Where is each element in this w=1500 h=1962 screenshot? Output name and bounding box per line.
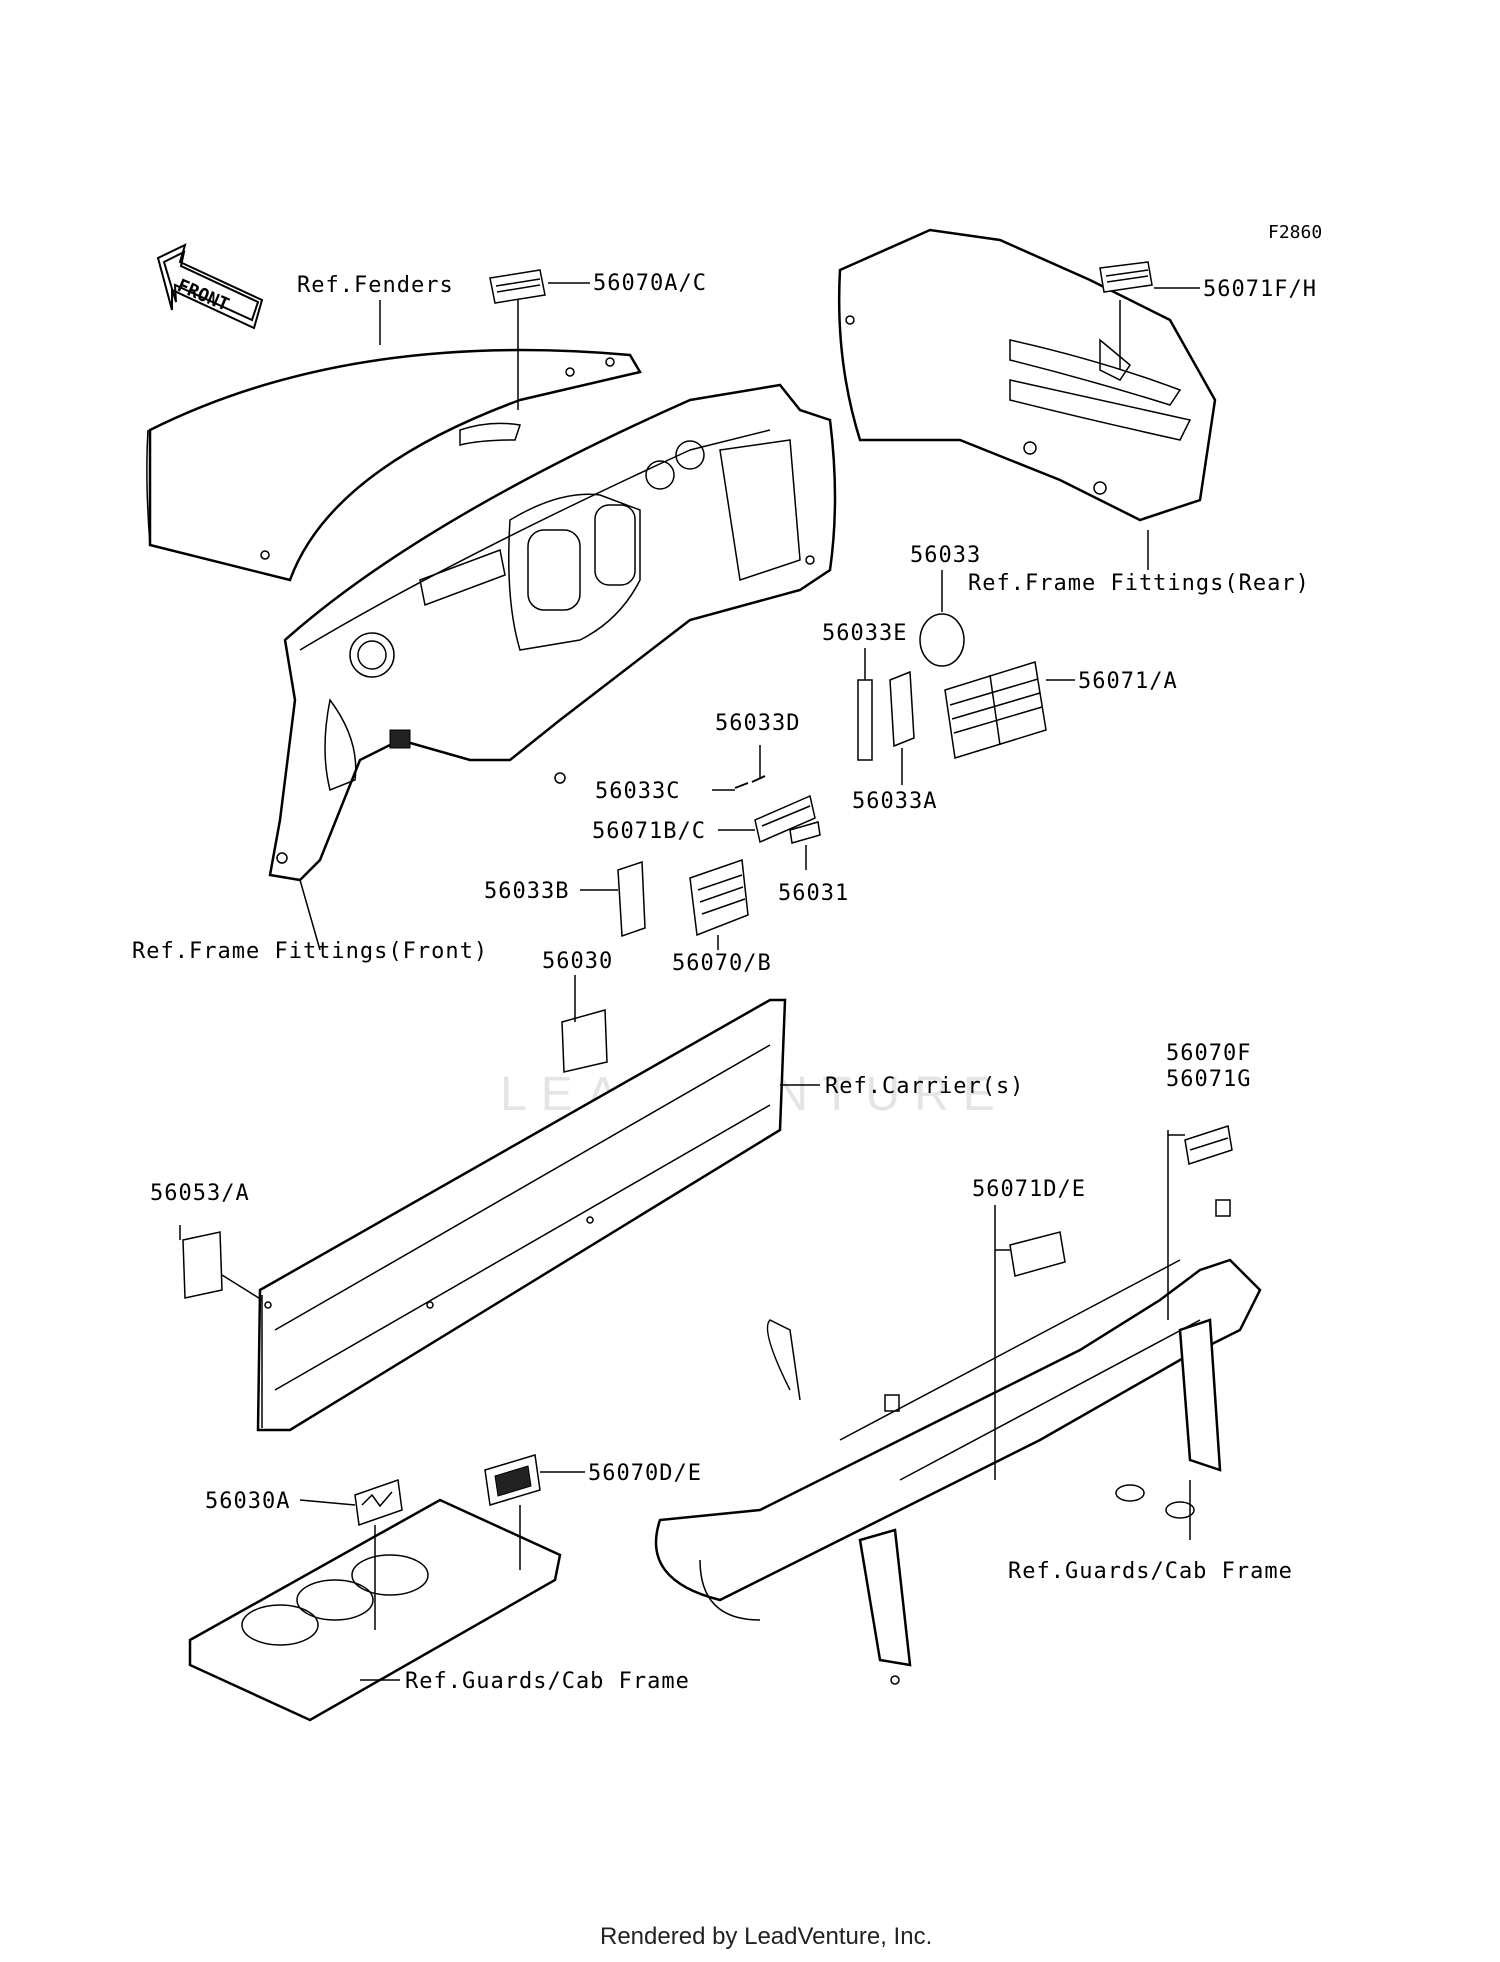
decal-56071A: [944, 661, 1047, 759]
callout-56031: 56031: [778, 881, 849, 906]
callout-56071BC: 56071B/C: [592, 819, 706, 844]
decal-56071BC: [754, 794, 816, 844]
decal-56070B: [689, 858, 749, 937]
callout-56071G: 56071G: [1166, 1067, 1251, 1092]
ref-frame-fittings-rear: Ref.Frame Fittings(Rear): [968, 571, 1310, 596]
dashboard-panel: [268, 383, 837, 882]
callout-56071FH: 56071F/H: [1203, 277, 1317, 302]
decal-56033CD: [734, 775, 766, 789]
callout-56053A: 56053/A: [150, 1181, 250, 1206]
decal-56033E: [857, 679, 873, 761]
decal-56070F: [1184, 1125, 1233, 1165]
callout-56030A: 56030A: [205, 1489, 290, 1514]
decal-56071FH: [1099, 261, 1153, 293]
footer-credit: Rendered by LeadVenture, Inc.: [600, 1923, 932, 1950]
decal-56030A: [354, 1478, 403, 1527]
callout-56070DE: 56070D/E: [588, 1461, 702, 1486]
callout-56033E: 56033E: [822, 621, 907, 646]
decal-56070AC: [489, 269, 546, 304]
ref-guards-cab-frame-right: Ref.Guards/Cab Frame: [1008, 1559, 1293, 1584]
carrier-panel: [256, 998, 787, 1432]
decal-56071DE: [1009, 1231, 1066, 1277]
decal-56053A: [182, 1231, 223, 1299]
ref-fenders: Ref.Fenders: [297, 273, 454, 298]
decal-56070DE: [484, 1454, 541, 1506]
front-arrow-icon: FRONT: [156, 243, 264, 330]
decal-56033A: [889, 670, 915, 748]
ref-frame-fittings-front: Ref.Frame Fittings(Front): [132, 939, 488, 964]
decal-56031: [789, 821, 821, 844]
callout-56033: 56033: [910, 543, 981, 568]
figure-code: F2860: [1268, 222, 1322, 243]
callout-56070AC: 56070A/C: [593, 271, 707, 296]
cab-frame: [654, 1199, 1262, 1685]
callout-56071DE: 56071D/E: [972, 1177, 1086, 1202]
fender-panel: [146, 348, 642, 582]
rear-frame-panel: [837, 228, 1217, 522]
callout-56070B: 56070/B: [672, 951, 772, 976]
ref-guards-cab-frame-left: Ref.Guards/Cab Frame: [405, 1669, 690, 1694]
callout-56033B: 56033B: [484, 879, 569, 904]
callout-56033D: 56033D: [715, 711, 800, 736]
decal-56033B: [617, 860, 646, 938]
leader-lines: [179, 282, 1200, 1681]
callout-56033A: 56033A: [852, 789, 937, 814]
callout-56070F: 56070F: [1166, 1041, 1251, 1066]
ring-56033: [919, 613, 965, 667]
callout-56033C: 56033C: [595, 779, 680, 804]
decal-56030: [561, 1009, 608, 1073]
ref-carrier: Ref.Carrier(s): [825, 1074, 1024, 1099]
callout-56030: 56030: [542, 949, 613, 974]
callout-56071A: 56071/A: [1078, 669, 1178, 694]
